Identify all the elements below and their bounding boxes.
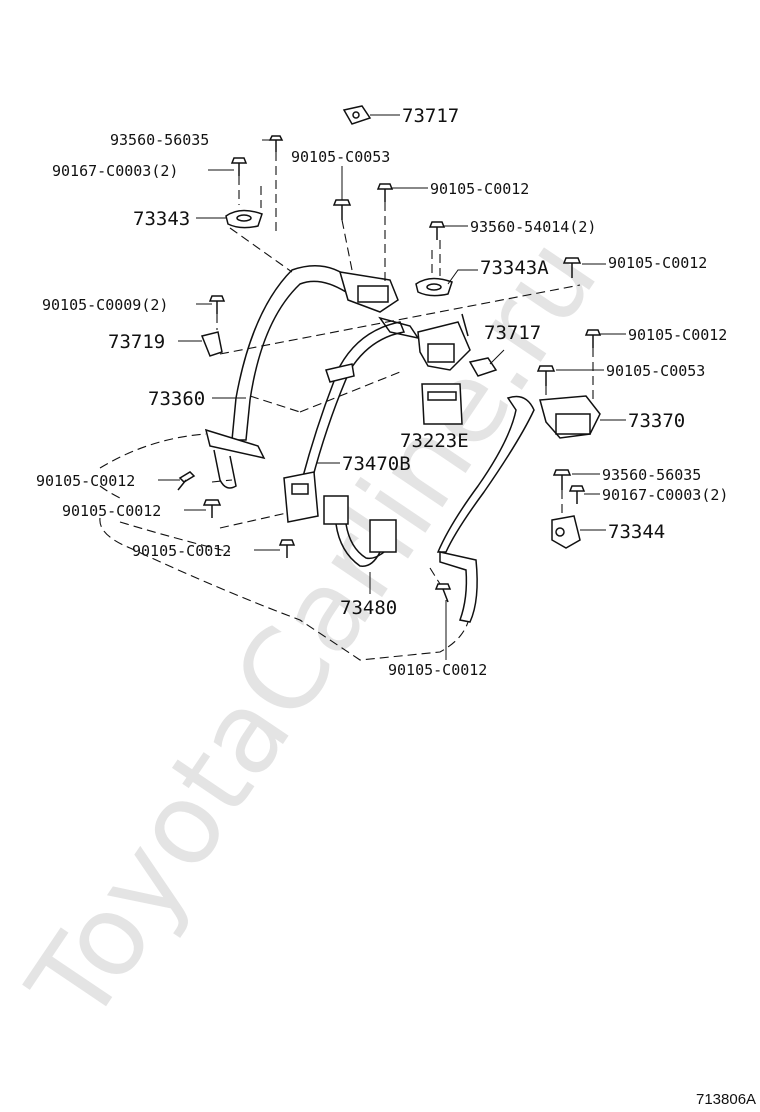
part-73717-plate-icon: [342, 105, 372, 125]
bolt-icon: [584, 329, 602, 348]
label-93560-56035-left: 93560-56035: [110, 131, 209, 149]
bolt-icon: [230, 157, 248, 176]
label-90105-c0009: 90105-C0009(2): [42, 296, 168, 314]
part-73717-retractor-icon: [378, 313, 471, 371]
part-73343a-bracket-icon: [415, 277, 453, 297]
label-73470b: 73470B: [342, 453, 411, 475]
label-90105-c0012-left-2: 90105-C0012: [62, 502, 161, 520]
label-73717-top: 73717: [402, 105, 459, 127]
label-73343a: 73343A: [480, 257, 549, 279]
part-73719-clip-icon: [200, 331, 223, 357]
label-93560-54014: 93560-54014(2): [470, 218, 596, 236]
part-73343-bracket-icon: [225, 209, 263, 229]
bolt-icon: [177, 471, 196, 491]
label-90105-c0012-bottom: 90105-C0012: [388, 661, 487, 679]
bolt-icon: [434, 583, 452, 603]
label-90167-left: 90167-C0003(2): [52, 162, 178, 180]
part-73480-buckle-icon: [323, 495, 397, 567]
bolt-icon: [202, 499, 222, 518]
label-73719: 73719: [108, 331, 165, 353]
label-90105-c0053-top: 90105-C0053: [291, 148, 390, 166]
label-90105-c0012-right-2: 90105-C0012: [628, 326, 727, 344]
bolt-icon: [376, 183, 394, 202]
bolt-icon: [428, 221, 446, 240]
label-90105-c0012-top: 90105-C0012: [430, 180, 529, 198]
label-73480: 73480: [340, 597, 397, 619]
part-73717-plate-icon: [468, 357, 498, 377]
bolt-icon: [536, 365, 556, 386]
label-73360: 73360: [148, 388, 205, 410]
bolt-icon: [332, 199, 352, 220]
label-73343: 73343: [133, 208, 190, 230]
label-73344: 73344: [608, 521, 665, 543]
label-73717-mid: 73717: [484, 322, 541, 344]
bolt-icon: [208, 295, 226, 314]
diagram-id: 713806A: [696, 1091, 756, 1108]
label-90105-c0053-right: 90105-C0053: [606, 362, 705, 380]
bolt-icon: [562, 257, 582, 278]
label-90105-c0012-right-1: 90105-C0012: [608, 254, 707, 272]
bolt-icon: [278, 539, 296, 558]
label-90105-c0012-left-1: 90105-C0012: [36, 472, 135, 490]
part-73344-bracket-icon: [551, 515, 581, 549]
part-73360-belt-icon: [204, 265, 399, 489]
part-73223e-cover-icon: [421, 383, 463, 425]
part-73470b-belt-icon: [283, 321, 406, 523]
bolt-icon: [568, 485, 586, 504]
bolt-icon: [268, 135, 284, 152]
label-93560-56035-right: 93560-56035: [602, 466, 701, 484]
label-90105-c0012-left-3: 90105-C0012: [132, 542, 231, 560]
part-73370-belt-icon: [436, 395, 601, 623]
label-73223e: 73223E: [400, 430, 469, 452]
label-90167-right: 90167-C0003(2): [602, 486, 728, 504]
bolt-icon: [552, 469, 572, 490]
label-73370: 73370: [628, 410, 685, 432]
